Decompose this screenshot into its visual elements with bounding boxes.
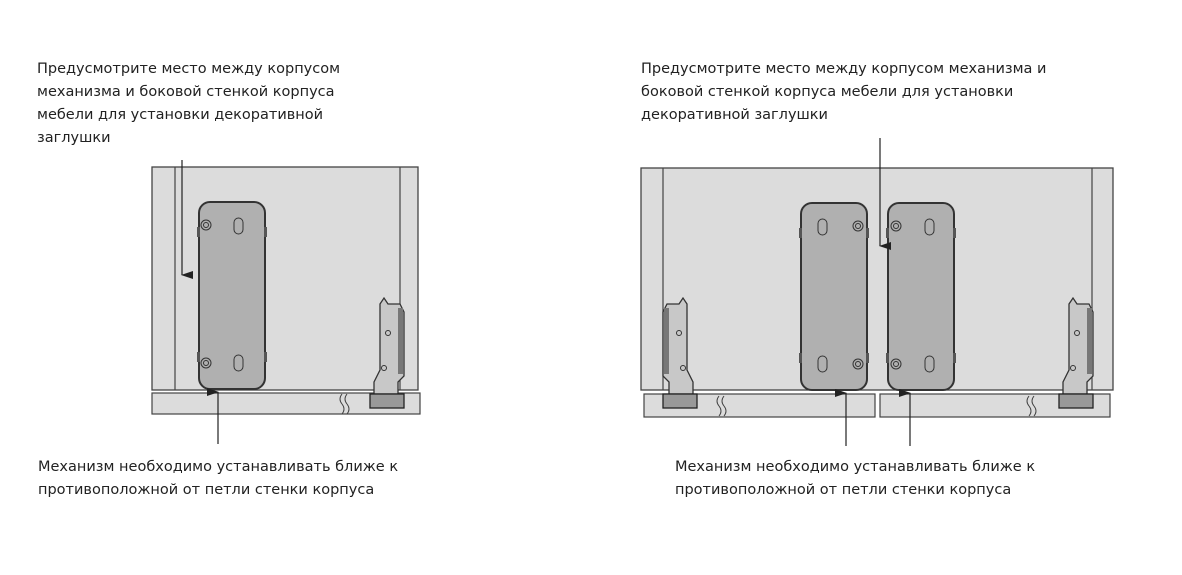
break-mark (1026, 395, 1037, 417)
note-line: Механизм необходимо устанавливать ближе … (38, 459, 399, 475)
note-line: мебели для установки декоративной (37, 107, 324, 123)
right-cabinet (640, 167, 1114, 391)
note-line: механизма и боковой стенкой корпуса (37, 84, 335, 100)
note-line: Предусмотрите место между корпусом механ… (641, 61, 1047, 77)
left-mechanism (196, 201, 268, 390)
left-door-panel (151, 392, 421, 415)
break-mark (716, 395, 727, 417)
note-line: заглушки (37, 130, 111, 146)
left-top-note: Предусмотрите место между корпусом механ… (37, 58, 340, 150)
left-cabinet (151, 166, 419, 391)
left-bottom-note: Механизм необходимо устанавливать ближе … (38, 456, 398, 502)
right-door-panel-right (879, 393, 1111, 418)
note-line: декоративной заглушки (641, 107, 828, 123)
note-line: боковой стенкой корпуса мебели для устан… (641, 84, 1014, 100)
right-mechanism-2 (885, 202, 957, 391)
right-mechanism-1 (798, 202, 870, 391)
note-line: противоположной от петли стенки корпуса (38, 482, 375, 498)
right-top-note: Предусмотрите место между корпусом механ… (641, 58, 1046, 127)
right-bottom-note: Механизм необходимо устанавливать ближе … (675, 456, 1035, 502)
note-line: Предусмотрите место между корпусом (37, 61, 341, 77)
note-line: Механизм необходимо устанавливать ближе … (675, 459, 1036, 475)
right-door-panel-left (643, 393, 876, 418)
note-line: противоположной от петли стенки корпуса (675, 482, 1012, 498)
break-mark (339, 393, 350, 415)
